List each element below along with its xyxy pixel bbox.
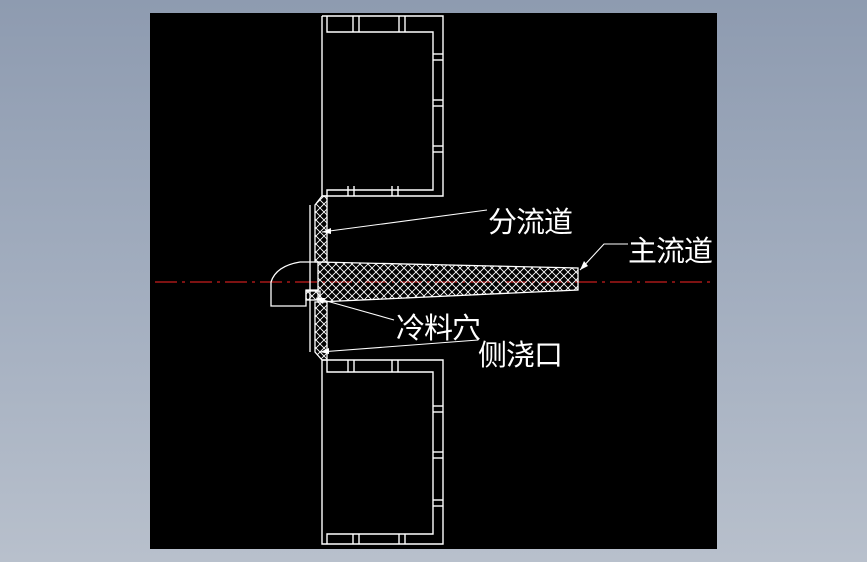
upper-cavity xyxy=(321,15,444,197)
label-main-runner: 主流道 xyxy=(628,234,712,268)
label-branch-runner: 分流道 xyxy=(488,205,572,239)
lower-cavity xyxy=(321,359,444,545)
leader-lines xyxy=(315,209,628,354)
label-cold-slug-well: 冷料穴 xyxy=(396,311,480,345)
branch-runner-shape xyxy=(309,195,328,361)
label-side-gate: 侧浇口 xyxy=(478,338,562,372)
cold-slug-well-shape xyxy=(270,261,321,307)
main-runner-shape xyxy=(317,261,579,303)
